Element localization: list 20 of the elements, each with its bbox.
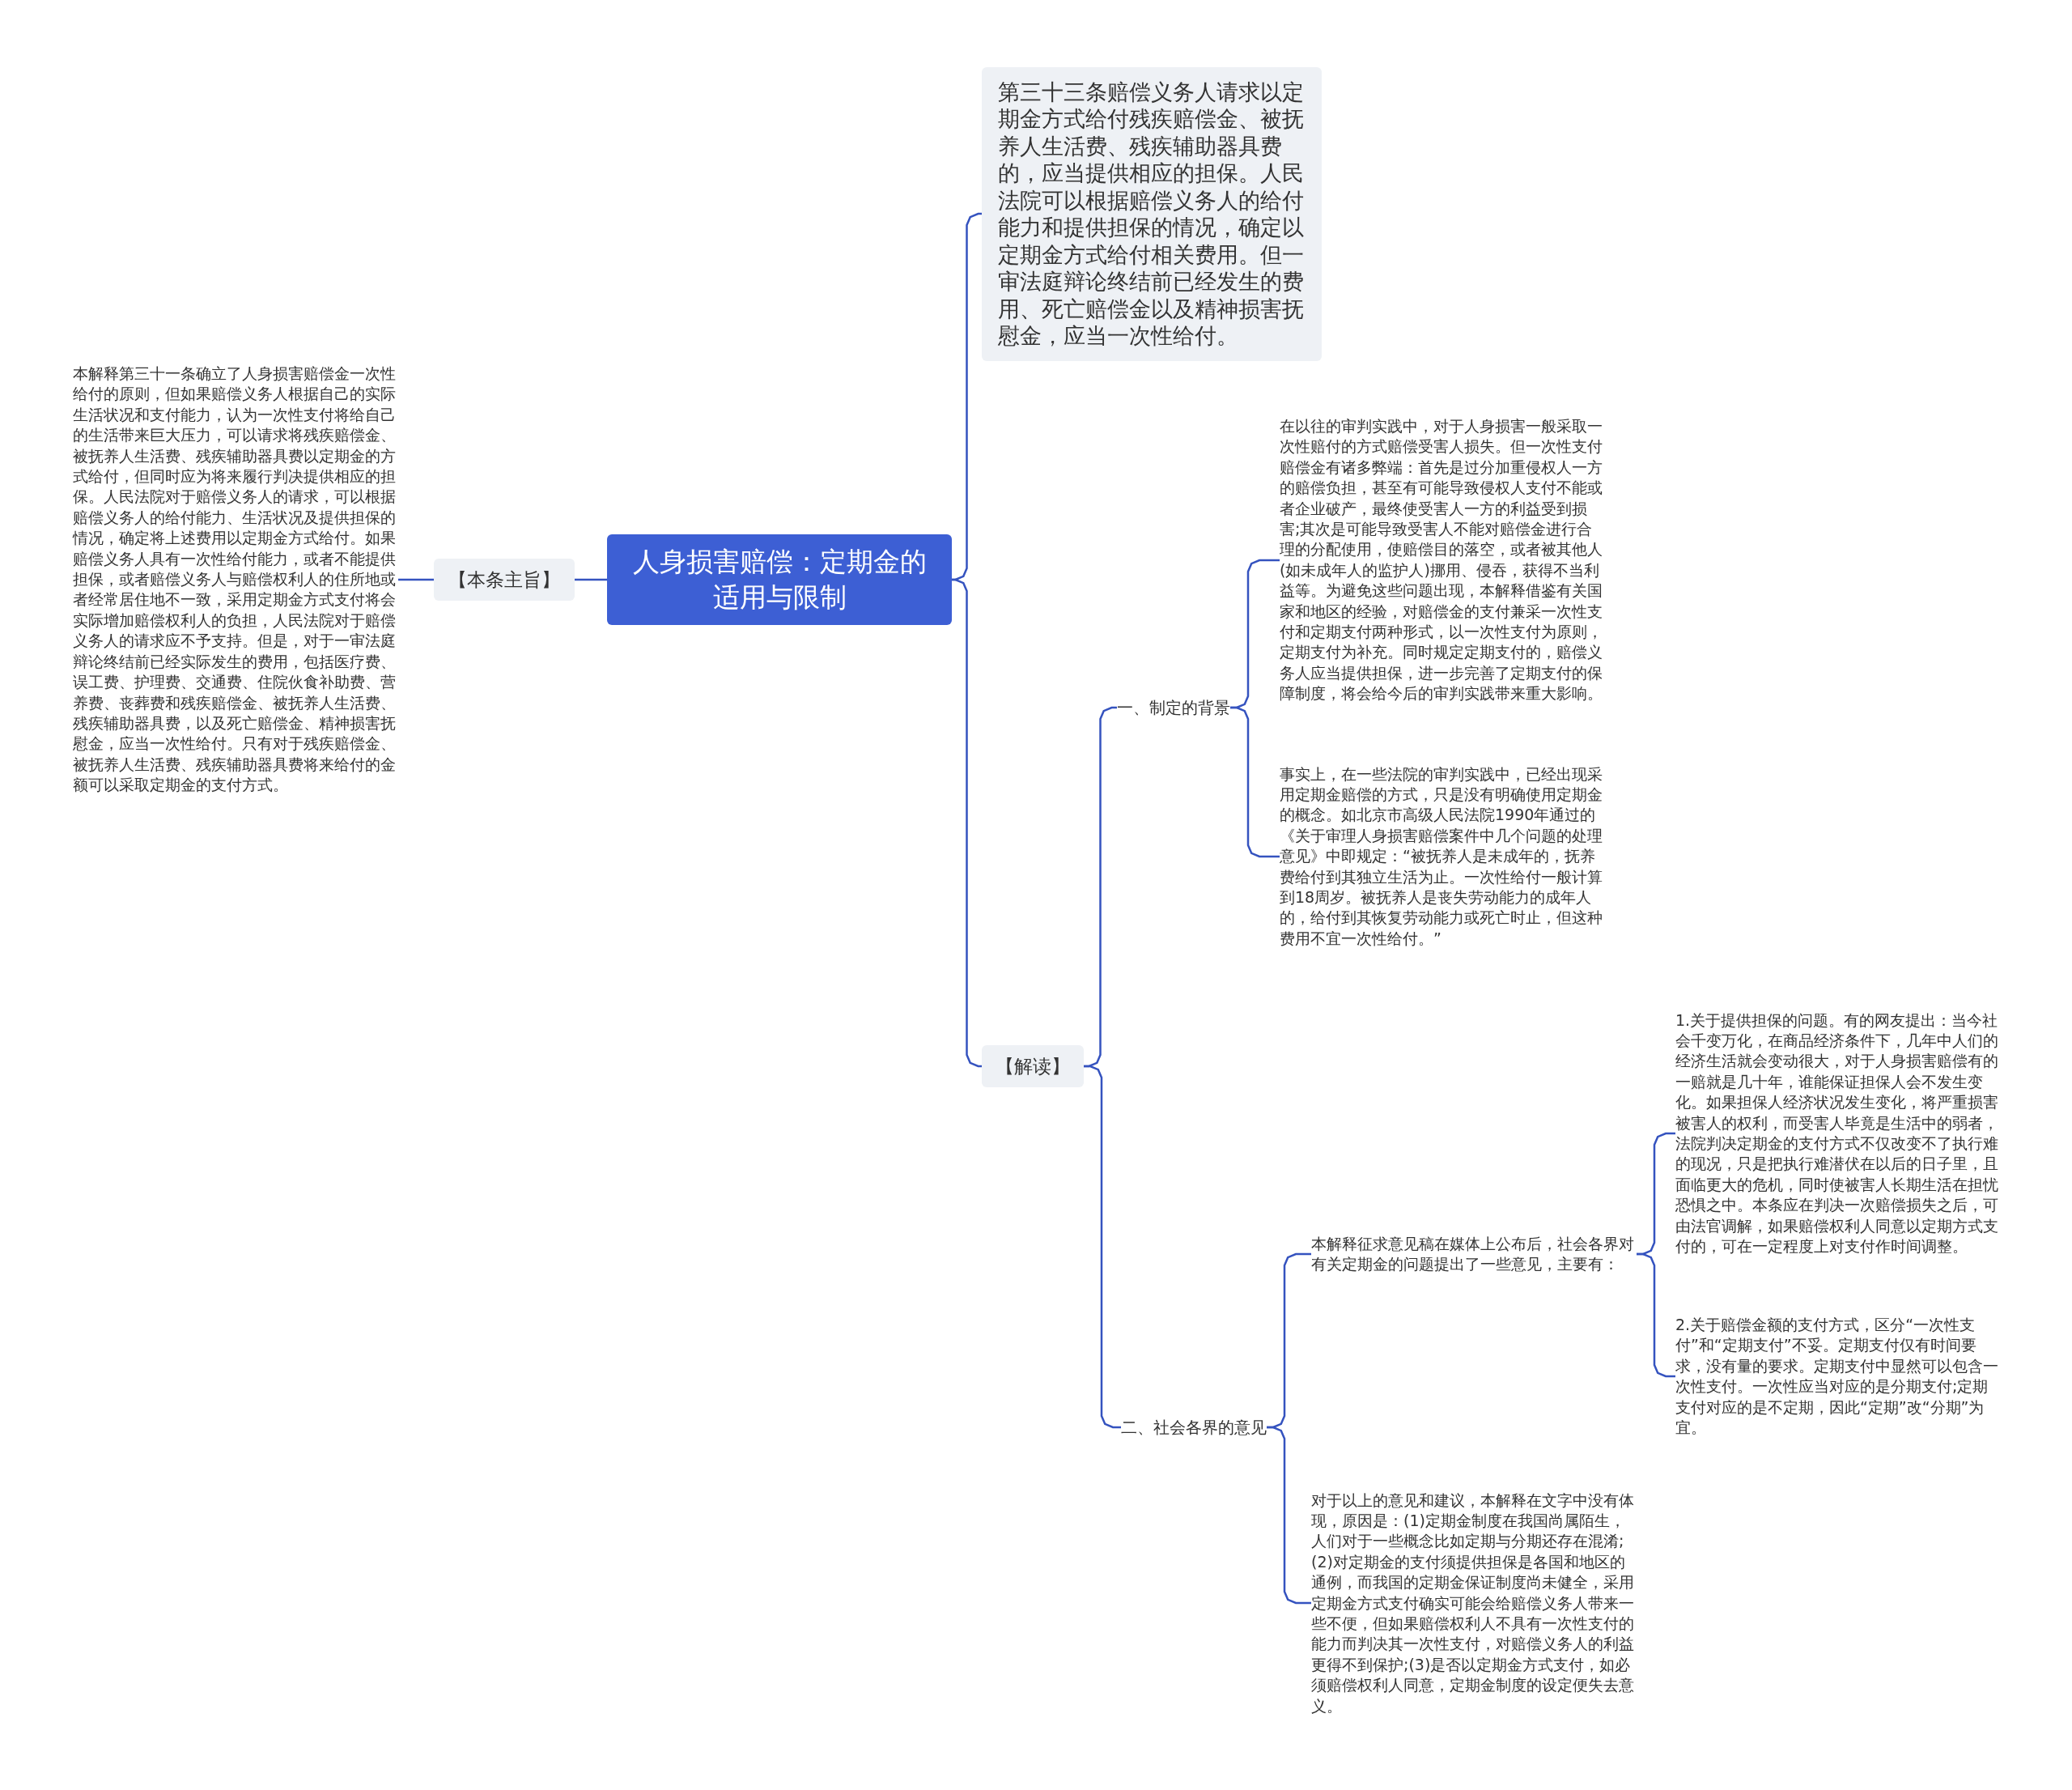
topic-label: 一、制定的背景 bbox=[1117, 696, 1230, 719]
topic-label: 二、社会各界的意见 bbox=[1121, 1416, 1267, 1439]
connector-line bbox=[575, 578, 607, 581]
topic-box: 【解读】 bbox=[982, 1045, 1084, 1087]
topic-box: 【本条主旨】 bbox=[434, 559, 575, 601]
note-text: 在以往的审判实践中，对于人身损害一般采取一次性赔付的方式赔偿受害人损失。但一次性支付赔偿金有诸多弊端：首先是过分加重侵权人一方的赔偿负担，甚至有可能导致侵权人支付不能或者企业破产，最终使受害人一方的利益受到损害;其次是可能导致受害人不能对赔偿金进行合理的分配使用，使赔偿目的落空，或者被其他人(如未成年人的监护人)挪用、侵吞，获得不当利益等。为避免这些问题出现，本解释借鉴有关国家和地区的经验，对赔偿金的支付兼采一次性支付和定期支付两种形式，以一次性支付为原则，定期支付为补充。同时规定定期支付的，赔偿义务人应当提供担保，进一步完善了定期支付的保障制度，将会给今后的审判实践带来重大影响。 bbox=[1280, 416, 1605, 704]
note-text: 本解释征求意见稿在媒体上公布后，社会各界对有关定期金的问题提出了一些意见，主要有： bbox=[1311, 1233, 1637, 1275]
note-text: 对于以上的意见和建议，本解释在文字中没有体现，原因是：(1)定期金制度在我国尚属陌生，人们对于一些概念比如定期与分期还存在混淆;(2)对定期金的支付须提供担保是各国和地区的通例，而我国的定期金保证制度尚未健全，采用定期金方式支付确实可能会给赔偿义务人带来一些不便，但如果赔偿权利人不具有一次性支付的能力而判决其一次性支付，对赔偿义务人的利益更得不到保护;(3)是否以定期金方式支付，如必须赔偿权利人同意，定期金制度的设定便失去意义。 bbox=[1311, 1490, 1637, 1716]
topic-box: 第三十三条赔偿义务人请求以定期金方式给付残疾赔偿金、被抚养人生活费、残疾辅助器具费的，应当提供相应的担保。人民法院可以根据赔偿义务人的给付能力和提供担保的情况，确定以定期金方式给付相关费用。但一审法庭辩论终结前已经发生的费用、死亡赔偿金以及精神损害抚慰金，应当一次性给付。 bbox=[982, 66, 1322, 361]
connector-line bbox=[1637, 1252, 1675, 1378]
note-text: 2.关于赔偿金额的支付方式，区分“一次性支付”和“定期支付”不妥。定期支付仅有时间要求，没有量的要求。定期支付中显然可以包含一次性支付。一次性应当对应的是分期支付;定期支付对应的是不定期，因此“定期”改“分期”为宜。 bbox=[1675, 1315, 2001, 1439]
note-text: 1.关于提供担保的问题。有的网友提出：当今社会千变万化，在商品经济条件下，几年中人们的经济生活就会变动很大，对于人身损害赔偿有的一赔就是几十年，谁能保证担保人会不发生变化。如果担保人经济状况发生变化，将严重损害被害人的权利，而受害人毕竟是生活中的弱者，法院判决定期金的支付方式不仅改变不了执行难的现况，只是把执行难潜伏在以后的日子里，且面临更大的危机，同时使被害人长期生活在担忧恐惧之中。本条应在判决一次赔偿损失之后，可由法官调解，如果赔偿权利人同意以定期方式支付的，可在一定程度上对支付作时间调整。 bbox=[1675, 1010, 2001, 1257]
connector-line bbox=[1230, 706, 1280, 858]
connector-line bbox=[1267, 1426, 1311, 1605]
note-text: 本解释第三十一条确立了人身损害赔偿金一次性给付的原则，但如果赔偿义务人根据自己的实际生活状况和支付能力，认为一次性支付将给自己的生活带来巨大压力，可以请求将残疾赔偿金、被抚养人生活费、残疾辅助器具费以定期金的方式给付，但同时应为将来履行判决提供相应的担保。人民法院对于赔偿义务人的请求，可以根据赔偿义务人的给付能力、生活状况及提供担保的情况，确定将上述费用以定期金方式给付。如果赔偿义务人具有一次性给付能力，或者不能提供担保，或者赔偿义务人与赔偿权利人的住所地或者经常居住地不一致，采用定期金方式支付将会实际增加赔偿权利人的负担，人民法院对于赔偿义务人的请求应不予支持。但是，对于一审法庭辩论终结前已经实际发生的费用，包括医疗费、误工费、护理费、交通费、住院伙食补助费、营养费、丧葬费和残疾赔偿金、被抚养人生活费、残疾辅助器具费，以及死亡赔偿金、精神损害抚慰金，应当一次性给付。只有对于残疾赔偿金、被抚养人生活费、残疾辅助器具费将来给付的金额可以采取定期金的支付方式。 bbox=[73, 364, 398, 796]
central-topic: 人身损害赔偿：定期金的适用与限制 bbox=[607, 534, 952, 625]
note-text: 事实上，在一些法院的审判实践中，已经出现采用定期金赔偿的方式，只是没有明确使用定期金的概念。如北京市高级人民法院1990年通过的《关于审理人身损害赔偿案件中几个问题的处理意见》中即规定：“被抚养人是未成年的，抚养费给付到其独立生活为止。一次性给付一般计算到18周岁。被抚养人是丧失劳动能力的成年人的，给付到其恢复劳动能力或死亡时止，但这种费用不宜一次性给付。” bbox=[1280, 763, 1605, 950]
connector-line bbox=[1084, 1065, 1121, 1429]
connector-line bbox=[951, 578, 983, 1068]
connector-line bbox=[398, 578, 434, 581]
